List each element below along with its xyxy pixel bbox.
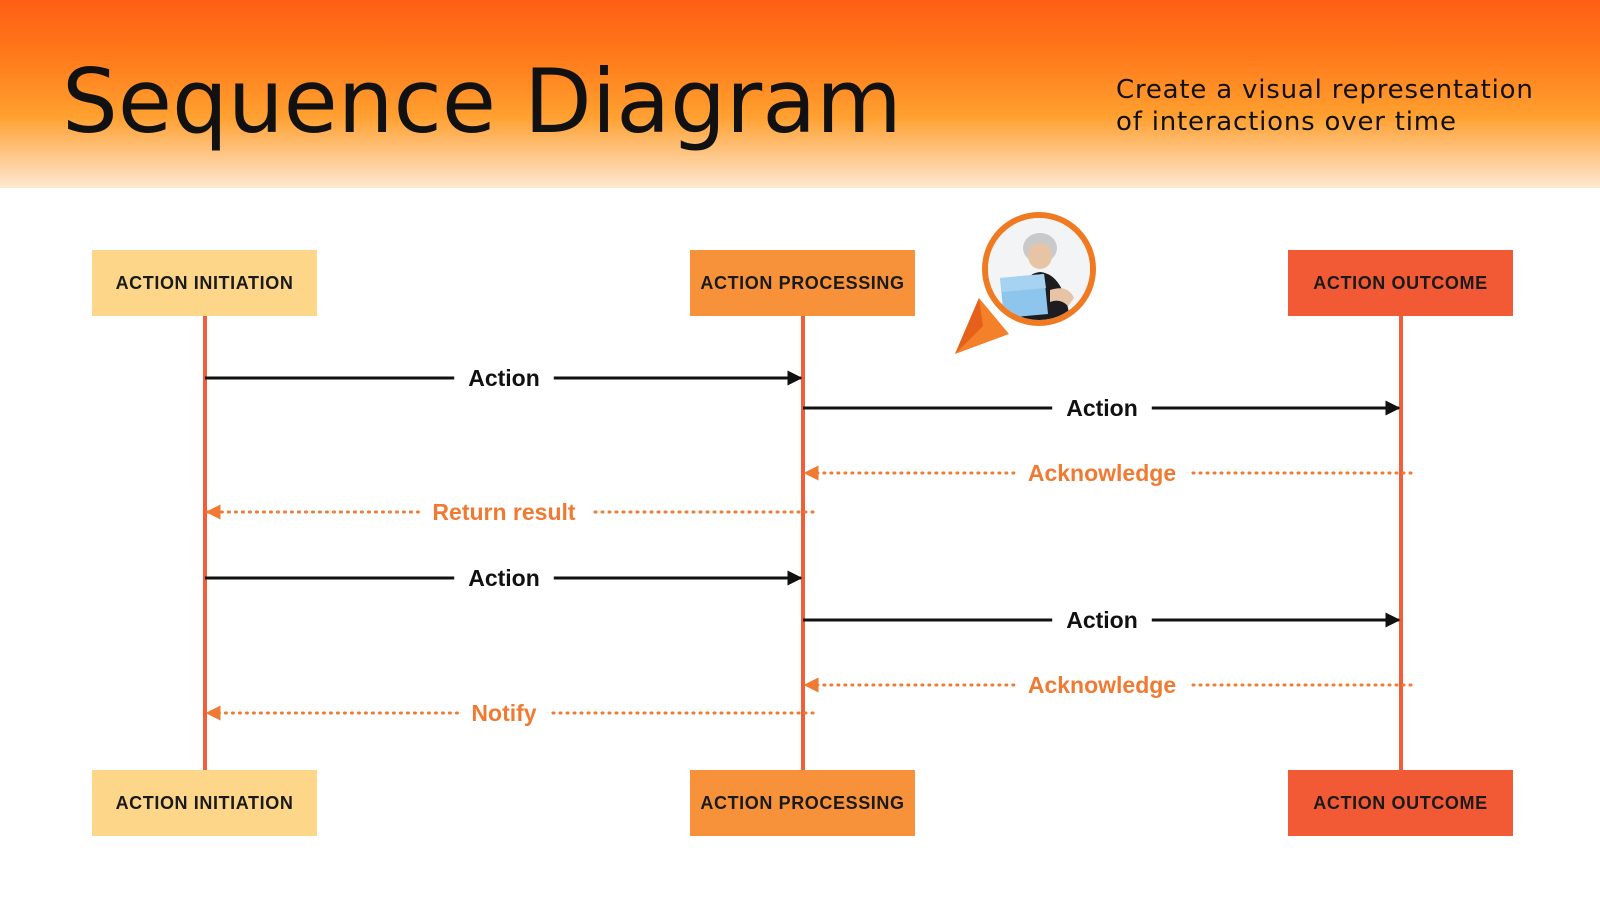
message-response: Notify — [205, 700, 815, 726]
message-label: Action — [468, 565, 540, 591]
message-request: Action — [803, 607, 1401, 633]
message-response: Acknowledge — [803, 460, 1413, 486]
message-request: Action — [205, 565, 803, 591]
lifeline-header-outcome: ACTION OUTCOME — [1288, 250, 1513, 316]
person-with-laptop-photo-icon — [988, 218, 1090, 320]
avatar — [982, 212, 1096, 326]
message-label: Action — [1066, 395, 1138, 421]
message-label: Action — [468, 365, 540, 391]
lifeline-header-processing: ACTION PROCESSING — [690, 250, 915, 316]
message-label: Acknowledge — [1028, 672, 1176, 698]
lifeline-footer-outcome: ACTION OUTCOME — [1288, 770, 1513, 836]
message-response: Acknowledge — [803, 672, 1413, 698]
lifeline-footer-initiation: ACTION INITIATION — [92, 770, 317, 836]
page-title: Sequence Diagram — [62, 50, 902, 153]
page-subtitle: Create a visual representation of intera… — [1116, 74, 1576, 138]
pointer-arrow-icon — [955, 298, 1009, 354]
message-label: Acknowledge — [1028, 460, 1176, 486]
message-request: Action — [803, 395, 1401, 421]
lifeline-header-initiation: ACTION INITIATION — [92, 250, 317, 316]
message-response: Return result — [205, 499, 815, 525]
subtitle-line-2: of interactions over time — [1116, 107, 1457, 137]
header-banner: Sequence Diagram Create a visual represe… — [0, 0, 1600, 188]
subtitle-line-1: Create a visual representation — [1116, 75, 1534, 105]
message-label: Return result — [432, 499, 575, 525]
message-request: Action — [205, 365, 803, 391]
message-label: Notify — [471, 700, 536, 726]
message-label: Action — [1066, 607, 1138, 633]
lifeline-footer-processing: ACTION PROCESSING — [690, 770, 915, 836]
